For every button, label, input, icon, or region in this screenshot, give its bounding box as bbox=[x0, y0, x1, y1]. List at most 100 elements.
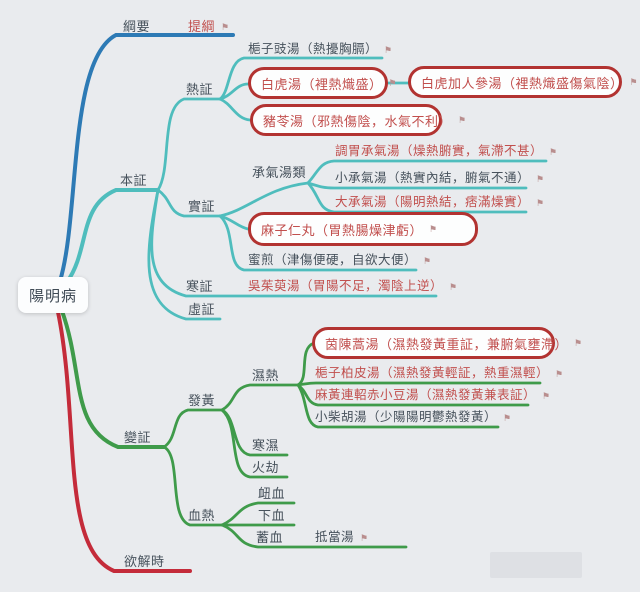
node-label: 欲解時 bbox=[124, 554, 165, 569]
edge-bianzheng-fahuang bbox=[162, 408, 224, 449]
node-huojie[interactable]: 火劫 bbox=[252, 460, 279, 475]
node-hanzheng[interactable]: 寒証 bbox=[186, 279, 213, 294]
edge-shizheng-mijian bbox=[218, 214, 418, 272]
node-zhizidouchi[interactable]: 梔子豉湯（熱擾胸膈） ⚑ bbox=[248, 42, 393, 57]
node-label: 發黃 bbox=[188, 393, 216, 408]
flag-icon: ⚑ bbox=[384, 44, 393, 55]
node-bianzheng[interactable]: 變証 bbox=[124, 430, 151, 445]
node-label: 麻子仁丸（胃熱腸燥津虧） bbox=[261, 222, 424, 238]
node-xuzheng[interactable]: 虛証 bbox=[188, 302, 215, 317]
node-rezheng[interactable]: 熱証 bbox=[186, 82, 213, 97]
flag-icon: ⚑ bbox=[549, 146, 558, 157]
edge-fahuang-shire bbox=[220, 383, 300, 412]
node-xiaxue[interactable]: 下血 bbox=[258, 508, 285, 523]
node-didang[interactable]: 抵當湯 ⚑ bbox=[315, 530, 369, 545]
flag-icon: ⚑ bbox=[423, 255, 432, 266]
node-label: 麻黃連軺赤小豆湯（濕熱發黃兼表証） bbox=[315, 388, 537, 402]
edge-benzheng-shizheng bbox=[156, 188, 222, 218]
edge-fahuang-huojie bbox=[220, 408, 289, 479]
node-gangyao[interactable]: 綱要 bbox=[123, 19, 150, 34]
edge-rezheng-baihu bbox=[218, 82, 250, 101]
node-label: 血熱 bbox=[188, 508, 216, 523]
node-fahuang[interactable]: 發黃 bbox=[188, 393, 215, 408]
node-xuxue[interactable]: 蓄血 bbox=[256, 530, 283, 545]
node-label: 蜜煎（津傷便硬，自欲大便） bbox=[248, 253, 418, 267]
flag-icon: ⚑ bbox=[503, 412, 512, 423]
edge-root-benzheng bbox=[65, 188, 160, 284]
edge-shizheng-chengqitanglei bbox=[218, 181, 310, 218]
edge-benzheng-xuzheng bbox=[147, 188, 222, 321]
node-root[interactable]: 陽明病 bbox=[18, 277, 88, 313]
node-label: 陽明病 bbox=[28, 287, 77, 305]
node-label: 茵陳蒿湯（濕熱發黃重証，兼腑氣壅滯） bbox=[325, 336, 569, 352]
edge-rezheng-zhuling bbox=[218, 97, 252, 122]
node-label: 大承氣湯（陽明熱結，痞滿燥實） bbox=[335, 195, 531, 209]
node-xuere[interactable]: 血熱 bbox=[188, 508, 215, 523]
node-hanshi[interactable]: 寒濕 bbox=[252, 438, 279, 453]
edge-rezheng-zhizidouchi bbox=[218, 56, 384, 101]
node-mijian[interactable]: 蜜煎（津傷便硬，自欲大便） ⚑ bbox=[248, 253, 432, 268]
node-label: 下血 bbox=[258, 508, 286, 523]
node-label: 承氣湯類 bbox=[252, 165, 307, 180]
node-dachengqi[interactable]: 大承氣湯（陽明熱結，痞滿燥實） ⚑ bbox=[335, 195, 545, 210]
node-label: 熱証 bbox=[186, 82, 214, 97]
node-shizheng[interactable]: 實証 bbox=[188, 199, 215, 214]
node-label: 虛証 bbox=[188, 302, 216, 317]
node-mahuanglianyao[interactable]: 麻黃連軺赤小豆湯（濕熱發黃兼表証） ⚑ bbox=[315, 388, 551, 403]
node-chengqitanglei[interactable]: 承氣湯類 bbox=[252, 165, 306, 180]
node-label: 白虎湯（裡熱熾盛） bbox=[261, 76, 383, 92]
node-maziren[interactable]: 麻子仁丸（胃熱腸燥津虧） ⚑ bbox=[248, 212, 478, 246]
edge-bianzheng-xuere bbox=[162, 445, 224, 527]
node-label: 衄血 bbox=[258, 486, 286, 501]
edge-chengqi-dachengqi bbox=[306, 181, 528, 214]
node-label: 實証 bbox=[188, 199, 216, 214]
edge-benzheng-rezheng bbox=[156, 97, 222, 192]
edge-shire-zhizibaipi bbox=[296, 381, 542, 387]
node-yujieshi[interactable]: 欲解時 bbox=[124, 554, 165, 569]
node-baihujiarenshen[interactable]: 白虎加人參湯（裡熱熾盛傷氣陰） ⚑ bbox=[408, 66, 638, 98]
node-xiaochaihu[interactable]: 小柴胡湯（少陽陽明鬱熱發黃） ⚑ bbox=[315, 410, 512, 425]
node-label: 寒濕 bbox=[252, 438, 280, 453]
node-xiaochengqi[interactable]: 小承氣湯（熱實內結，腑氣不通） ⚑ bbox=[335, 171, 545, 186]
flag-icon: ⚑ bbox=[458, 115, 467, 125]
node-label: 蓄血 bbox=[256, 530, 284, 545]
watermark bbox=[490, 552, 582, 578]
flag-icon: ⚑ bbox=[536, 173, 545, 184]
node-zhuling[interactable]: 豬苓湯（邪熱傷陰，水氣不利） ⚑ bbox=[250, 104, 466, 136]
node-label: 變証 bbox=[124, 430, 152, 445]
edge-shire-xiaochaihu bbox=[296, 383, 500, 429]
flag-icon: ⚑ bbox=[629, 77, 639, 87]
flag-icon: ⚑ bbox=[574, 338, 583, 348]
edge-root-gangyao bbox=[58, 33, 235, 283]
edge-chengqi-tiaowei bbox=[306, 159, 548, 185]
flag-icon: ⚑ bbox=[542, 390, 551, 401]
flag-icon: ⚑ bbox=[555, 368, 564, 379]
node-label: 抵當湯 bbox=[315, 530, 355, 544]
node-label: 吳茱萸湯（胃陽不足，濁陰上逆） bbox=[248, 279, 444, 293]
node-yinchenhao[interactable]: 茵陳蒿湯（濕熱發黃重証，兼腑氣壅滯） ⚑ bbox=[312, 327, 582, 359]
node-label: 寒証 bbox=[186, 279, 214, 294]
node-nuxue[interactable]: 衄血 bbox=[258, 486, 285, 501]
flag-icon: ⚑ bbox=[388, 78, 398, 88]
edge-root-yujieshi bbox=[56, 310, 192, 573]
node-label: 濕熱 bbox=[252, 368, 280, 383]
node-zhizibaipi[interactable]: 梔子柏皮湯（濕熱發黃輕証，熱重濕輕） ⚑ bbox=[315, 366, 564, 381]
node-label: 豬苓湯（邪熱傷陰，水氣不利） bbox=[263, 113, 453, 129]
node-baihu[interactable]: 白虎湯（裡熱熾盛） ⚑ bbox=[248, 67, 397, 99]
node-tigang[interactable]: 提綱 ⚑ bbox=[188, 19, 230, 34]
node-label: 本証 bbox=[120, 173, 148, 188]
node-label: 小柴胡湯（少陽陽明鬱熱發黃） bbox=[315, 410, 498, 424]
node-label: 梔子豉湯（熱擾胸膈） bbox=[248, 42, 379, 56]
flag-icon: ⚑ bbox=[429, 224, 438, 234]
node-label: 綱要 bbox=[123, 19, 151, 34]
node-benzheng[interactable]: 本証 bbox=[120, 173, 147, 188]
node-shire[interactable]: 濕熱 bbox=[252, 368, 279, 383]
flag-icon: ⚑ bbox=[360, 532, 369, 543]
node-label: 梔子柏皮湯（濕熱發黃輕証，熱重濕輕） bbox=[315, 366, 550, 380]
edge-root-bianzheng bbox=[60, 309, 166, 449]
flag-icon: ⚑ bbox=[536, 197, 545, 208]
node-wuzhuyu[interactable]: 吳茱萸湯（胃陽不足，濁陰上逆） ⚑ bbox=[248, 279, 458, 294]
node-tiaowei[interactable]: 調胃承氣湯（燥熱腑實，氣滯不甚） ⚑ bbox=[335, 144, 558, 159]
